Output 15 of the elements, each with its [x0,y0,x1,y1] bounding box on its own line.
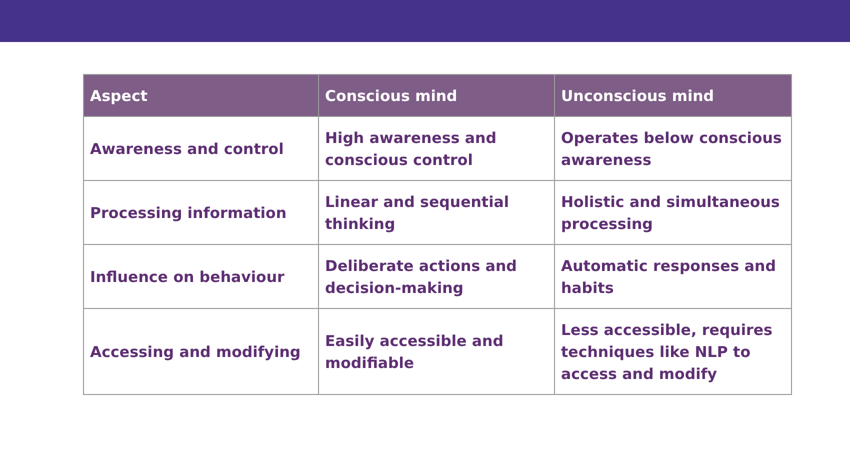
table-text: Holistic and simultaneous processing [554,180,792,244]
table-text: Automatic responses and habits [554,244,792,308]
column-header: Unconscious mind [554,74,792,116]
column-header: Aspect [84,74,318,116]
row-header: Accessing and modifying [84,308,318,394]
row-header: Influence on behaviour [84,244,318,308]
table-text: Linear and sequential thinking [318,180,554,244]
table-text: High awareness and conscious control [318,116,554,180]
table-text: Operates below conscious awareness [554,116,792,180]
row-header: Processing information [84,180,318,244]
column-header: Conscious mind [318,74,554,116]
table-text: Less accessible, requires techniques like NLP to access and modify [554,308,792,394]
table-text: Easily accessible and modifiable [318,308,554,394]
row-header: Awareness and control [84,116,318,180]
table-text: Deliberate actions and decision-making [318,244,554,308]
